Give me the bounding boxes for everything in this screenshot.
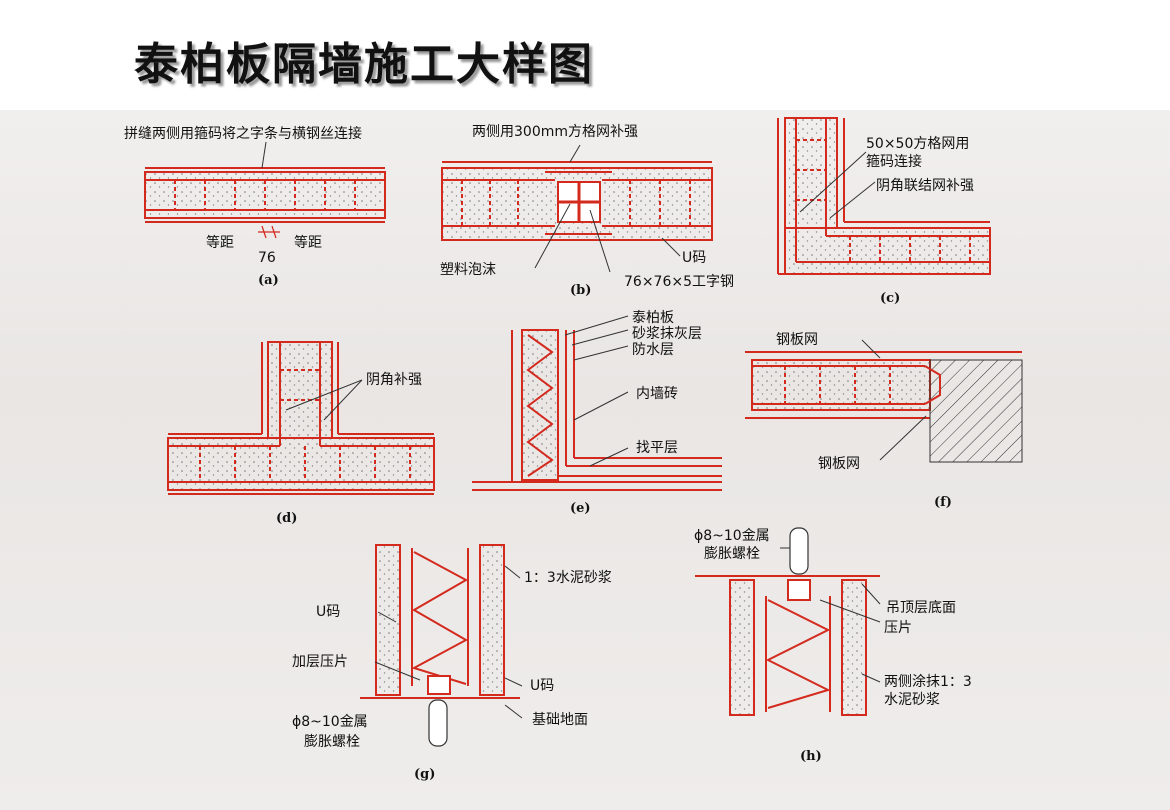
caption-d: (d) [276,511,297,526]
label-g-mortar: 1：3水泥砂浆 [524,570,612,586]
label-g-press: 加层压片 [292,654,348,670]
label-b-uclip: U码 [682,250,706,266]
label-e-plaster: 砂浆抹灰层 [632,326,702,342]
label-f-mesh-bottom: 钢板网 [818,456,860,472]
caption-h: (h) [800,749,822,764]
caption-a: (a) [258,273,279,288]
label-b-ibeam: 76×76×5工字钢 [624,274,734,290]
panel-e [472,315,722,491]
label-g-bolt1: ϕ8~10金属 [292,714,368,730]
label-f-mesh-top: 钢板网 [776,332,818,348]
label-e-brick: 内墙砖 [636,386,678,402]
panel-f [745,339,1023,463]
label-g-uclip2: U码 [530,678,554,694]
caption-g: (g) [414,767,435,782]
panel-g [360,544,523,747]
label-d-corner: 阴角补强 [366,372,422,388]
label-a-right: 等距 [294,234,322,251]
label-h-mortar1: 两侧涂抹1：3 [884,674,972,690]
label-b-foam: 塑料泡沫 [440,262,496,278]
panel-b [441,144,713,273]
label-a-note: 拼缝两侧用箍码将之字条与横钢丝连接 [124,125,362,142]
panel-a [144,141,386,239]
page-title: 泰柏板隔墙施工大样图 [134,39,594,90]
label-b-note: 两侧用300mm方格网补强 [472,124,638,140]
label-g-ground: 基础地面 [532,711,588,728]
label-a-dim: 76 [258,250,276,266]
label-h-bolt1: ϕ8~10金属 [694,528,770,544]
label-h-mortar2: 水泥砂浆 [884,692,940,708]
panel-h [695,527,881,716]
label-g-bolt2: 膨胀螺栓 [304,733,360,750]
panel-c [777,117,991,275]
label-c-corner: 阴角联结网补强 [876,178,974,194]
caption-b: (b) [570,283,591,298]
label-e-waterproof: 防水层 [632,342,674,358]
label-h-press: 压片 [884,620,912,636]
caption-c: (c) [880,291,900,306]
label-g-uclip: U码 [316,604,340,620]
label-a-left: 等距 [206,234,234,251]
label-e-board: 泰柏板 [632,310,674,326]
panel-d [167,341,435,495]
label-e-level: 找平层 [636,440,678,456]
label-c-mesh: 50×50方格网用 [866,136,969,152]
label-c-mesh2: 箍码连接 [866,153,922,170]
caption-e: (e) [570,501,591,516]
label-h-ceiling: 吊顶层底面 [886,600,956,616]
label-h-bolt2: 膨胀螺栓 [704,545,760,562]
caption-f: (f) [934,495,952,510]
